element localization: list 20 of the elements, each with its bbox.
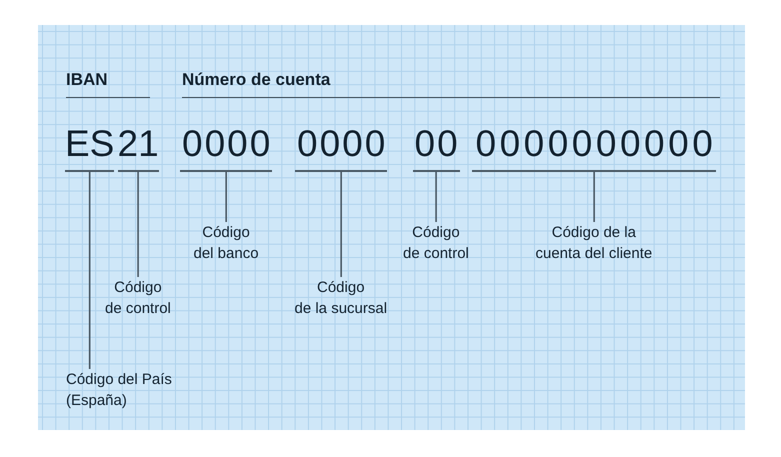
section-heading: IBAN <box>66 70 150 98</box>
segment-label: Código del País (España) <box>66 369 172 411</box>
underlined-digits: 00 <box>412 125 460 172</box>
segment-label: Código de la sucursal <box>294 277 388 319</box>
segment-label: Código de la cuenta del cliente <box>536 222 652 264</box>
leader-line <box>137 172 139 277</box>
leader-line <box>435 172 437 222</box>
leader-line <box>340 172 342 277</box>
underlined-digits: 0000 <box>295 125 388 172</box>
leader-line <box>593 172 595 222</box>
leader-line <box>88 172 90 369</box>
underlined-digits: 0000000000 <box>472 125 716 172</box>
underlined-digits: ES <box>65 125 114 172</box>
segment-label: Código de control <box>403 222 469 264</box>
underlined-digits: 0000 <box>180 125 272 172</box>
underlined-digits: 21 <box>118 125 159 172</box>
leader-line <box>225 172 227 222</box>
section-heading: Número de cuenta <box>182 70 720 98</box>
segment-label: Código del banco <box>194 222 259 264</box>
segment-label: Código de control <box>105 277 171 319</box>
